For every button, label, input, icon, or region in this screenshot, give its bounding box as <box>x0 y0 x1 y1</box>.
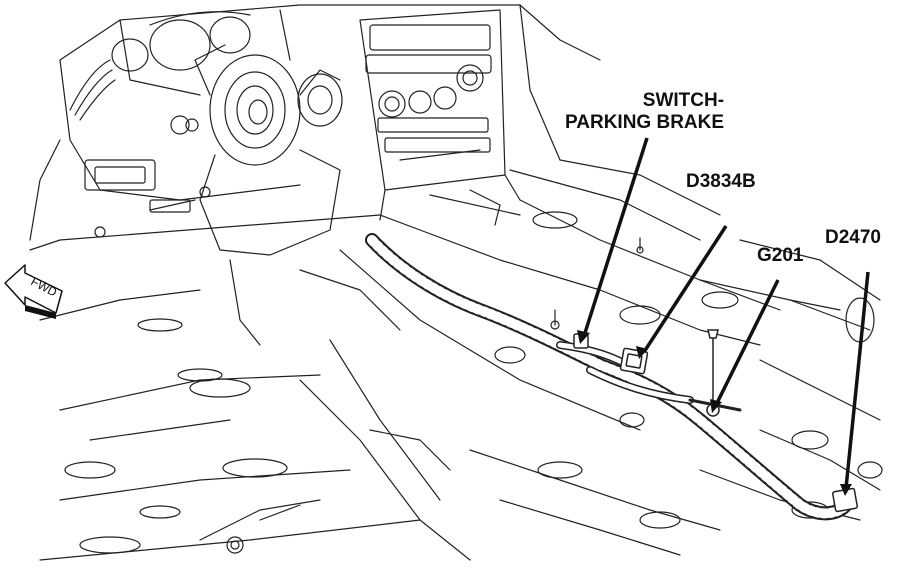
leader-switch-parking-brake <box>582 137 649 337</box>
leader-g201 <box>714 279 780 406</box>
callout-switch-parking-brake: SWITCH- PARKING BRAKE <box>565 90 724 134</box>
instrument-cluster <box>111 11 251 72</box>
leader-lines <box>582 137 870 489</box>
dashboard <box>29 4 601 251</box>
floor-pan-right <box>509 159 883 491</box>
leader-d2470 <box>844 271 870 489</box>
callout-g201: G201 <box>757 245 804 266</box>
console-tunnel <box>339 189 781 431</box>
center-stack <box>359 9 521 221</box>
callout-switch-line1: SWITCH- <box>642 90 725 111</box>
callout-switch-line2: PARKING BRAKE <box>565 112 725 133</box>
callout-d3834b: D3834B <box>686 171 756 192</box>
leader-d3834b <box>642 225 728 353</box>
fwd-arrow: FWD <box>4 264 63 319</box>
steering-column <box>170 44 343 346</box>
wiring-harness <box>365 233 853 521</box>
leader-arrowheads <box>577 330 852 496</box>
floor-pan-left <box>39 269 471 561</box>
callout-d2470: D2470 <box>825 227 881 248</box>
